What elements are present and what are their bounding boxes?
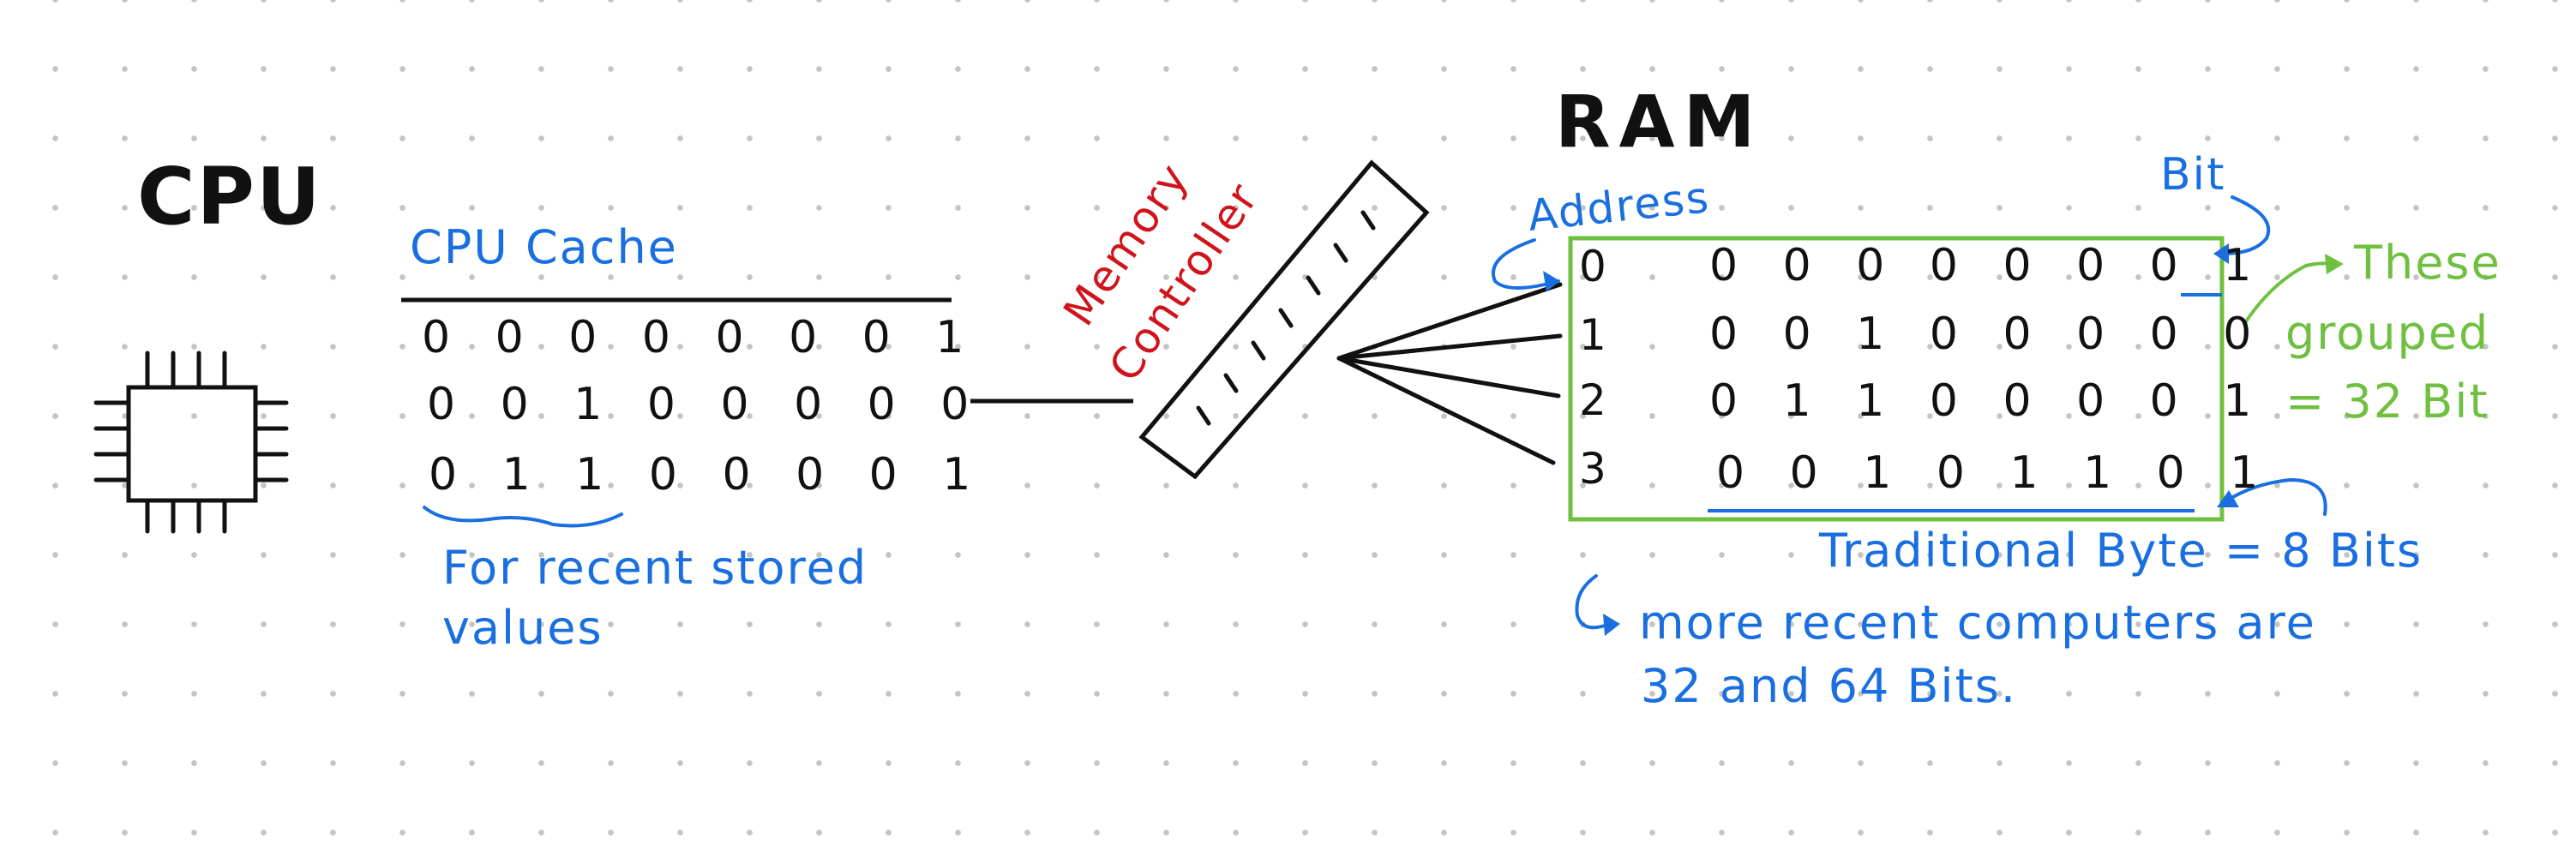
ram-box — [1568, 236, 2225, 522]
address-arrowhead-icon — [1543, 271, 1560, 291]
grouped-arrowhead-icon — [2325, 254, 2344, 274]
address-3: 3 — [1579, 444, 1606, 494]
cpu-title: CPU — [137, 151, 322, 243]
bit-label: Bit — [2160, 149, 2226, 201]
byte-note: Traditional Byte = 8 Bits — [1819, 524, 2423, 578]
address-bus-lines — [1336, 282, 1563, 465]
address-arrow-icon — [1492, 238, 1560, 290]
cache-row-2: 0 1 1 0 0 0 0 1 — [429, 449, 987, 500]
ram-title: RAM — [1555, 80, 1764, 164]
cache-note-line2: values — [442, 601, 603, 655]
modern-note-arrowhead-icon — [1603, 614, 1620, 636]
bit-arrowhead-icon — [2213, 243, 2229, 264]
modern-note-line2: 32 and 64 Bits. — [1641, 659, 2018, 713]
cache-row-0: 0 0 0 0 0 0 0 1 — [422, 312, 980, 363]
modern-note-line1: more recent computers are — [1639, 596, 2316, 650]
ram-row-3: 0 0 1 0 1 1 0 1 — [1716, 447, 2274, 499]
bit-arrow-icon — [2222, 195, 2271, 255]
address-0: 0 — [1579, 242, 1606, 291]
grouped-note-line3: = 32 Bit — [2285, 375, 2489, 428]
byte-arrowhead-icon — [2217, 490, 2239, 507]
cache-title: CPU Cache — [410, 220, 678, 274]
byte-arrow-icon — [2225, 477, 2327, 516]
memory-controller-icon — [1138, 159, 1430, 480]
ram-row-0: 0 0 0 0 0 0 0 1 — [1709, 240, 2267, 291]
address-2: 2 — [1579, 375, 1606, 425]
ram-row-2: 0 1 1 0 0 0 0 1 — [1709, 375, 2267, 427]
ram-row-1: 0 0 1 0 0 0 0 0 — [1709, 309, 2267, 360]
cpu-chip-icon — [93, 351, 289, 534]
modern-note-arrow-icon — [1575, 574, 1606, 630]
grouped-note-line2: grouped — [2285, 306, 2490, 360]
cache-row-1: 0 0 1 0 0 0 0 0 — [427, 379, 985, 430]
grouped-arrow-icon — [2243, 261, 2335, 326]
cache-note-line1: For recent stored — [442, 541, 868, 595]
address-1: 1 — [1579, 310, 1606, 360]
grouped-note-line1: These — [2354, 236, 2501, 290]
cache-underline-squiggle — [423, 506, 623, 528]
